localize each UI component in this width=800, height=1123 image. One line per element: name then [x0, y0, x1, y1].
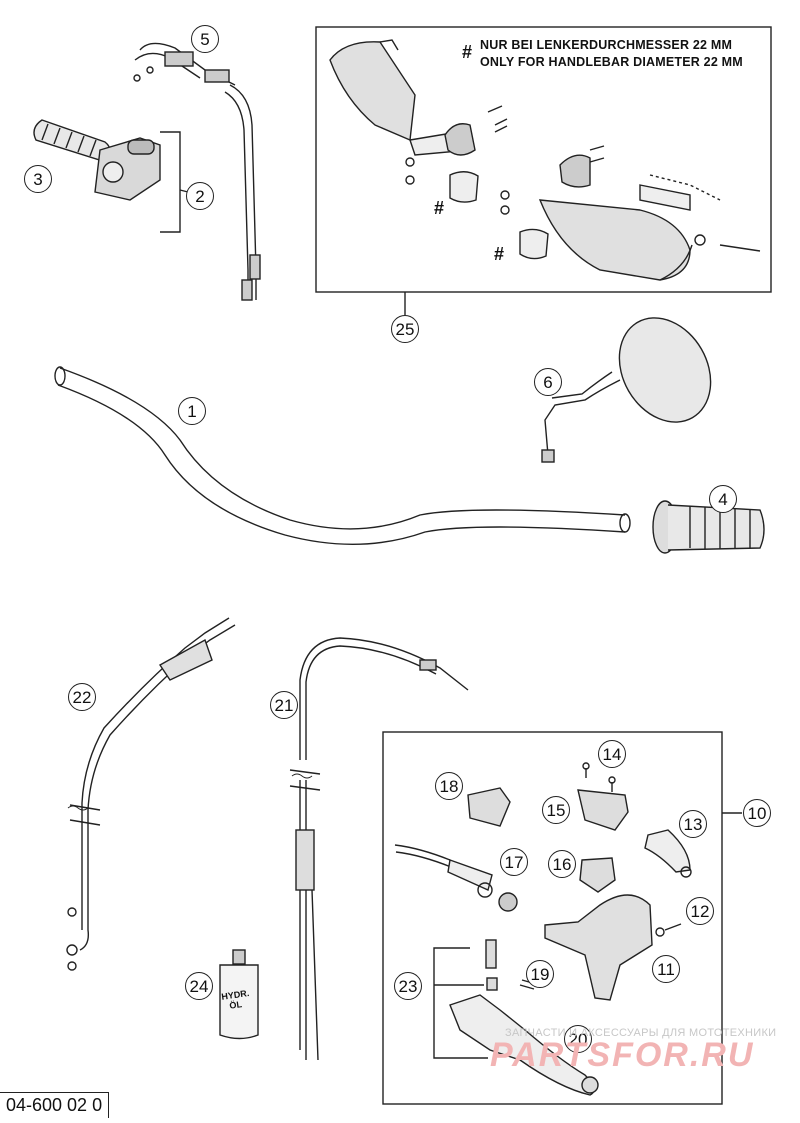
oil-bottle-label: HYDR. ÖL [220, 988, 250, 1011]
callout-17: 17 [500, 848, 528, 876]
master-cylinder-parts [394, 762, 692, 1096]
watermark-caption: ЗАПЧАСТИ И АКСЕССУАРЫ ДЛЯ МОТОТЕХНИКИ [505, 1027, 777, 1039]
callout-10: 10 [743, 799, 771, 827]
mirror [541, 317, 712, 463]
throttle-cables [133, 42, 261, 301]
bracket-2 [160, 131, 181, 233]
clamp-hardware [405, 105, 761, 260]
hydraulic-line [66, 617, 236, 971]
callout-18: 18 [435, 772, 463, 800]
callout-2: 2 [186, 182, 214, 210]
handlebar [54, 366, 631, 546]
callout-3: 3 [24, 165, 52, 193]
callout-14: 14 [598, 740, 626, 768]
hash-marker-1: # [434, 198, 445, 218]
callout-19: 19 [526, 960, 554, 988]
callout-15: 15 [542, 796, 570, 824]
note-german: NUR BEI LENKERDURCHMESSER 22 MM [480, 38, 733, 52]
callout-1: 1 [178, 397, 206, 425]
grip-right [652, 500, 765, 554]
callout-12: 12 [686, 897, 714, 925]
callout-20: 20 [564, 1025, 592, 1053]
callout-6: 6 [534, 368, 562, 396]
diagram-code: 04-600 02 0 [0, 1092, 110, 1118]
callout-4: 4 [709, 485, 737, 513]
callout-13: 13 [679, 810, 707, 838]
callout-21: 23 [394, 972, 422, 1000]
callout-5: 5 [191, 25, 219, 53]
note-english: ONLY FOR HANDLEBAR DIAMETER 22 MM [480, 55, 743, 69]
oil-bottle [219, 949, 259, 1040]
callout-22: 21 [270, 691, 298, 719]
callout-25: 25 [391, 315, 419, 343]
throttle-housing [94, 137, 161, 201]
callout-11: 11 [652, 955, 680, 983]
hash-marker-2: # [494, 244, 505, 264]
callout-16: 16 [548, 850, 576, 878]
callout-23: 22 [68, 683, 96, 711]
watermark-logo: PARTSFOR.RU [490, 1036, 755, 1074]
callout-24: 24 [185, 972, 213, 1000]
note-hash: # [462, 42, 473, 62]
clutch-cable [289, 637, 469, 1061]
handguard-right [538, 184, 693, 281]
